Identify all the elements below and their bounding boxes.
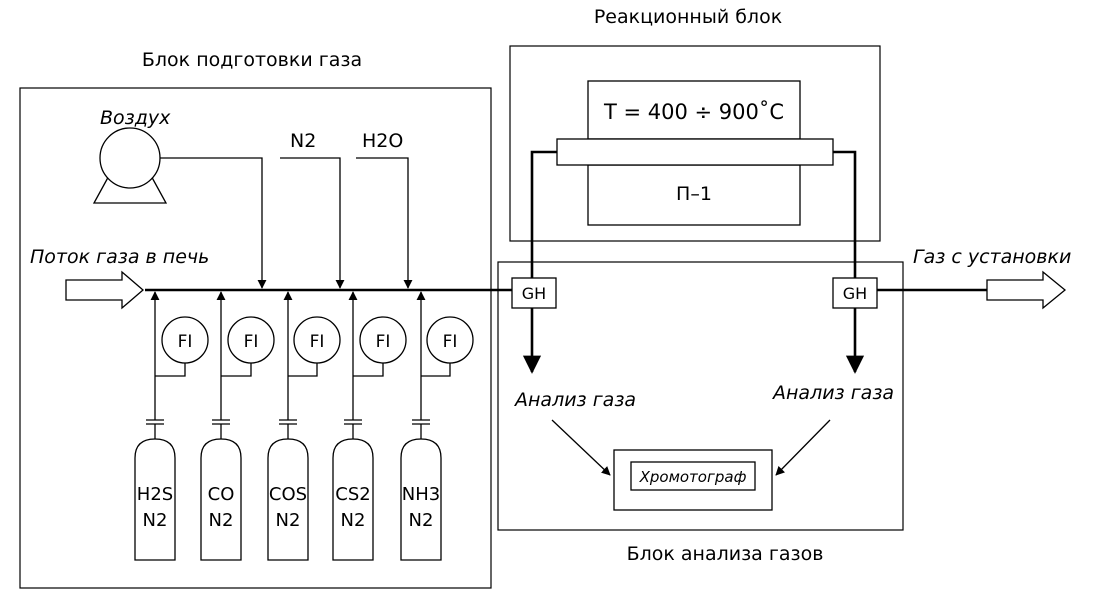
cylinder-label-bottom: N2 xyxy=(409,510,434,531)
flow-indicator-label: FI xyxy=(244,332,259,352)
cylinder-feed-h2s: H2S N2 FI xyxy=(134,291,209,561)
air-line xyxy=(160,157,267,289)
gas-cylinder xyxy=(200,438,242,561)
gas-flow-in-arrow xyxy=(65,270,144,310)
gas-flow-in-label: Поток газа в печь xyxy=(30,246,209,268)
gas-out-arrow xyxy=(986,270,1067,310)
cylinder-label-bottom: N2 xyxy=(209,510,234,531)
cylinder-label-top: NH3 xyxy=(402,484,440,505)
analysis-left-arrow xyxy=(551,419,611,476)
gas-cylinder xyxy=(400,438,442,561)
furnace-temperature-label: T = 400 ÷ 900˚C xyxy=(603,100,784,124)
gas-cylinder xyxy=(332,438,374,561)
gh-left-label: GH xyxy=(522,284,546,303)
cylinder-feed-nh3: NH3 N2 FI xyxy=(400,291,474,561)
n2-line xyxy=(280,157,345,289)
cylinder-label-top: CO xyxy=(208,484,235,505)
flow-indicator-label: FI xyxy=(443,332,458,352)
n2-label: N2 xyxy=(290,130,316,152)
air-label: Воздух xyxy=(100,107,171,129)
h2o-label: H2O xyxy=(362,130,403,152)
reaction-block-frame xyxy=(509,45,881,242)
air-compressor xyxy=(92,127,168,204)
gas-cylinders-group: H2S N2 FI CO N2 FI COS N2 xyxy=(134,291,474,561)
flow-indicator-label: FI xyxy=(310,332,325,352)
furnace-body xyxy=(587,164,801,226)
cylinder-label-top: H2S xyxy=(137,484,173,505)
cylinder-feed-co: CO N2 FI xyxy=(200,291,275,561)
cylinder-feed-cs2: CS2 N2 FI xyxy=(332,291,407,561)
reaction-block-title: Реакционный блок xyxy=(594,6,782,28)
analysis-left-label: Анализ газа xyxy=(513,389,636,411)
furnace-temperature-box xyxy=(587,80,801,140)
gas-analysis-block-frame xyxy=(497,261,904,531)
gh-left-box xyxy=(511,277,557,309)
cylinder-label-bottom: N2 xyxy=(143,510,168,531)
gas-prep-block-title: Блок подготовки газа xyxy=(142,49,362,71)
cylinder-label-bottom: N2 xyxy=(341,510,366,531)
gas-cylinder xyxy=(134,438,176,561)
chromatograph-inner xyxy=(630,461,756,491)
gh-right-label: GH xyxy=(843,284,867,303)
cylinder-label-top: CS2 xyxy=(335,484,370,505)
reactor-tube xyxy=(556,138,834,166)
h2o-line xyxy=(356,157,413,289)
chromatograph-label: Хромотограф xyxy=(639,468,747,486)
analysis-right-label: Анализ газа xyxy=(771,382,894,404)
gas-cylinder xyxy=(267,438,309,561)
cylinder-label-top: COS xyxy=(269,484,307,505)
furnace: T = 400 ÷ 900˚C П–1 xyxy=(556,80,834,226)
analysis-right-arrow xyxy=(775,419,831,476)
cylinder-label-bottom: N2 xyxy=(276,510,301,531)
furnace-label: П–1 xyxy=(676,183,712,205)
flow-indicator-label: FI xyxy=(178,332,193,352)
reactor-outlet-line xyxy=(833,150,857,278)
reactor-inlet-line xyxy=(530,150,557,278)
gas-analysis-block-title: Блок анализа газов xyxy=(627,543,824,565)
gas-prep-block-frame xyxy=(19,87,492,589)
gas-out-label: Газ с установки xyxy=(913,246,1071,268)
flow-indicator-label: FI xyxy=(376,332,391,352)
cylinder-feed-cos: COS N2 FI xyxy=(267,291,341,561)
